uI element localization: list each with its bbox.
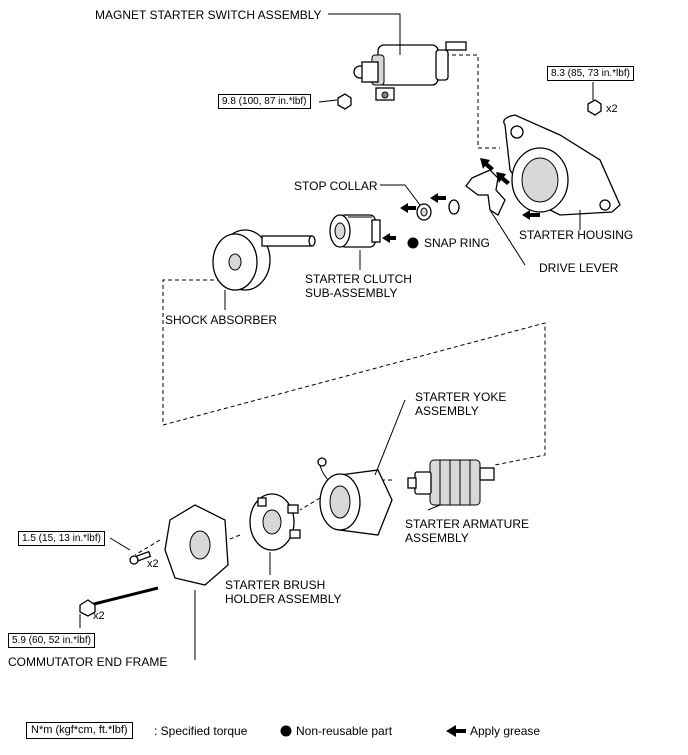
torque-housing-nut: 8.3 (85, 73 in.*lbf) — [547, 66, 634, 81]
starter-armature — [407, 459, 495, 506]
grease-arrows — [382, 158, 540, 737]
magnet-starter-switch — [353, 41, 467, 101]
legend-non-reusable-dot — [280, 725, 292, 737]
frame-screw — [129, 550, 152, 565]
switch-nut — [337, 93, 352, 110]
qty-through-bolt: x2 — [93, 610, 105, 622]
legend-grease-arrow — [446, 725, 466, 737]
qty-frame-screw: x2 — [147, 558, 159, 570]
label-commutator: COMMUTATOR END FRAME — [8, 655, 168, 669]
legend-non-reusable: Non-reusable part — [296, 724, 393, 738]
starter-housing — [503, 114, 621, 216]
label-armature-line1: STARTER ARMATURE — [405, 517, 530, 531]
grease-arrow-1 — [400, 203, 416, 213]
legend-torque-box: N*m (kgf*cm, ft.*lbf) — [26, 722, 133, 739]
grease-arrow-6 — [382, 233, 396, 243]
label-brush-line2: HOLDER ASSEMBLY — [225, 592, 342, 606]
starter-clutch — [329, 214, 381, 248]
through-bolt — [79, 586, 159, 617]
label-yoke-line2: ASSEMBLY — [415, 404, 479, 418]
grease-arrow-2 — [430, 193, 446, 203]
housing-nut — [587, 99, 602, 116]
label-armature-line2: ASSEMBLY — [405, 531, 469, 545]
label-yoke-line1: STARTER YOKE — [415, 390, 507, 404]
non-reusable-dot — [407, 237, 419, 249]
legend-torque-text: : Specified torque — [154, 724, 248, 738]
label-drive-lever: DRIVE LEVER — [539, 261, 619, 275]
legend-grease: Apply grease — [470, 724, 541, 738]
commutator-end-frame — [164, 504, 229, 586]
label-stop-collar: STOP COLLAR — [294, 179, 378, 193]
brush-holder — [249, 493, 301, 551]
drive-lever — [465, 169, 506, 216]
snap-ring — [448, 199, 460, 215]
stop-collar — [416, 203, 432, 221]
torque-through-bolt: 5.9 (60, 52 in.*lbf) — [8, 633, 95, 648]
grease-arrow-3 — [480, 158, 494, 171]
label-snap-ring: SNAP RING — [424, 236, 490, 250]
grease-arrow-4 — [496, 172, 510, 185]
grease-arrow-5 — [522, 210, 540, 220]
label-brush-line1: STARTER BRUSH — [225, 578, 326, 592]
label-shock-absorber: SHOCK ABSORBER — [165, 313, 278, 327]
torque-switch-nut: 9.8 (100, 87 in.*lbf) — [218, 94, 311, 109]
starter-yoke — [317, 457, 393, 536]
label-starter-housing: STARTER HOUSING — [519, 228, 634, 242]
shock-absorber — [212, 229, 316, 291]
label-clutch-line2: SUB-ASSEMBLY — [305, 286, 398, 300]
leader-lines — [79, 13, 594, 660]
torque-frame-screw: 1.5 (15, 13 in.*lbf) — [18, 531, 105, 546]
qty-housing-nut: x2 — [606, 103, 618, 115]
label-magnet-switch: MAGNET STARTER SWITCH ASSEMBLY — [95, 8, 322, 22]
label-clutch-line1: STARTER CLUTCH — [305, 272, 412, 286]
